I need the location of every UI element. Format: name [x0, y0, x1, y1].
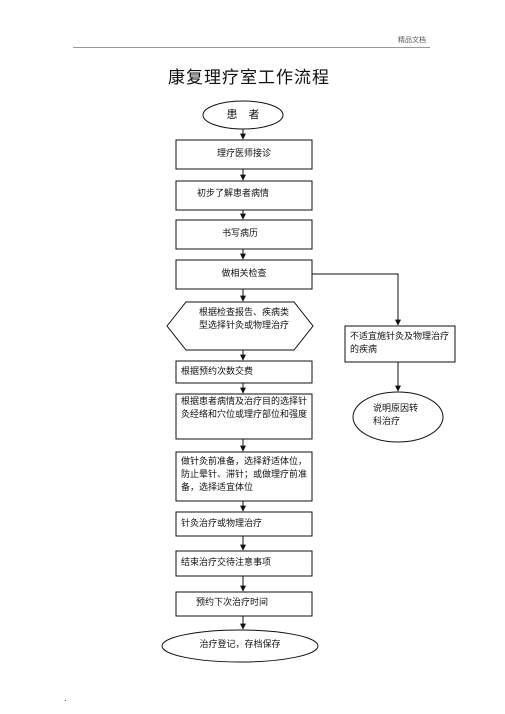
footer-mark: .: [64, 694, 67, 704]
label-reception: 理疗医师接诊: [216, 149, 271, 159]
box-understand: [175, 180, 313, 211]
box-next: [175, 591, 313, 617]
label-select-points: 根据患者病情及治疗目的选择针灸经络和穴位或理疗部位和强度: [181, 397, 308, 420]
branch-connector: [312, 273, 401, 326]
label-archive: 治疗登记，存档保存: [199, 640, 281, 650]
box-finish: [175, 550, 313, 577]
label-next: 预约下次治疗时间: [196, 598, 269, 608]
end-terminal: [161, 629, 319, 663]
terminal-explain: [352, 391, 444, 443]
page-header-text: 精品文档: [398, 36, 426, 44]
decision-choose: [166, 301, 314, 351]
box-record: [175, 219, 313, 250]
box-appointment: [175, 360, 313, 384]
label-treatment: 针灸治疗或物理治疗: [181, 519, 263, 529]
label-finish: 结束治疗交待注意事项: [181, 558, 272, 568]
label-record: 书写病历: [222, 229, 259, 239]
box-prepare: [175, 451, 313, 502]
header-rule: [73, 47, 430, 48]
box-unsuitable: [344, 325, 456, 363]
label-unsuitable: 不适宜施针灸及物理治疗的疾病: [350, 332, 450, 355]
label-patient: 患 者: [226, 108, 260, 121]
label-exam: 做相关检查: [221, 269, 267, 279]
label-explain: 说明原因转科治疗: [373, 404, 419, 427]
label-choose: 根据检查报告、疾病类型选择针灸或物理治疗: [199, 308, 290, 331]
box-reception: [175, 139, 313, 170]
label-prepare: 做针灸前准备，选择舒适体位，防止晕针、滞针；或做理疗前准备，选择适宜体位: [181, 457, 308, 493]
flowchart-title: 康复理疗室工作流程: [168, 68, 330, 88]
box-treatment: [175, 511, 313, 537]
box-select-points: [175, 393, 313, 440]
label-understand: 初步了解患者病情: [197, 189, 270, 199]
label-appointment: 根据预约次数交费: [181, 367, 254, 377]
